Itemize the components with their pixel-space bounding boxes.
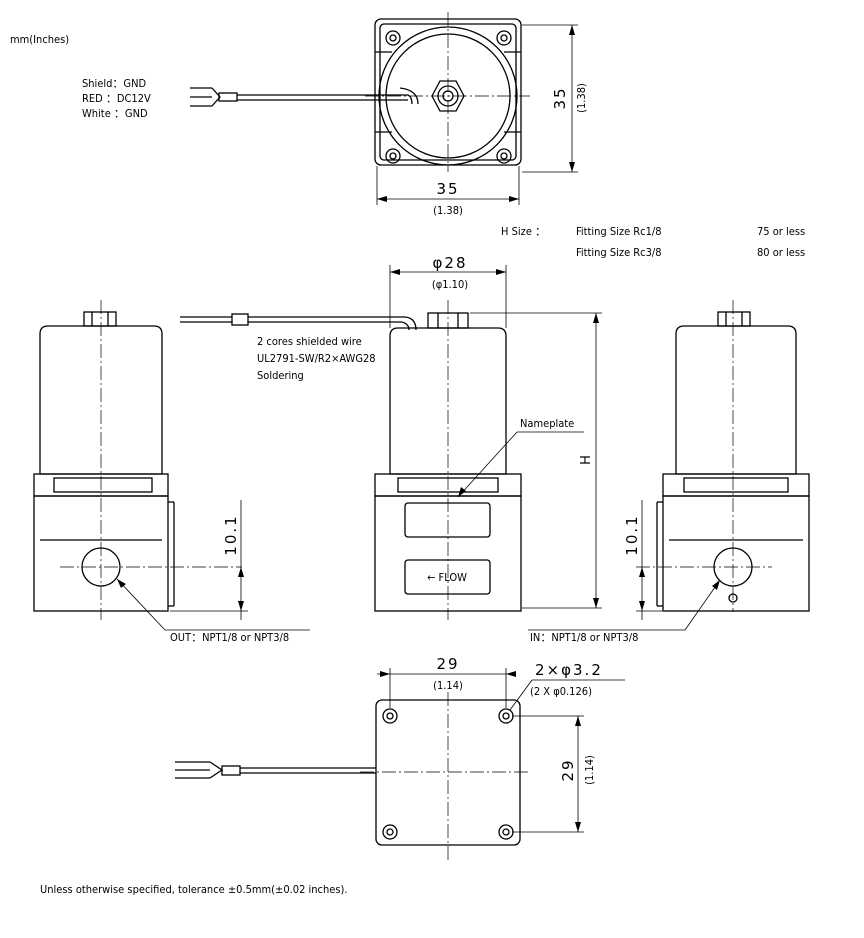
left-coil	[39, 325, 163, 475]
bottom-mount-holes	[382, 708, 514, 840]
bottom-wire-fork	[175, 761, 224, 779]
top-dim-vertical: 35	[551, 86, 569, 109]
bottom-dim-horizontal-in: (1.14)	[433, 679, 463, 692]
top-dim-horizontal: 35	[436, 180, 459, 198]
right-view: 10.1 IN：NPT1/8 or NPT3/8	[528, 300, 810, 644]
top-corner-holes	[385, 30, 512, 164]
nameplate-plate	[404, 502, 491, 538]
h-size-table: H Size ： Fitting Size Rc1/8 75 or less F…	[501, 225, 805, 259]
top-dim-vertical-in: (1.38)	[575, 83, 588, 113]
front-dia-in: (φ1.10)	[432, 278, 468, 291]
front-wire-sleeve	[231, 313, 249, 326]
wire-note-3: Soldering	[257, 369, 304, 382]
units-label: mm(Inches)	[10, 33, 69, 46]
h-size-fitting-1: Fitting Size Rc1/8	[576, 225, 662, 238]
front-height-h: H	[579, 455, 594, 465]
wire-legend: Shield：GND RED ：DC12V White ：GND	[82, 77, 151, 120]
left-view: 10.1 OUT：NPT1/8 or NPT3/8	[33, 300, 310, 644]
flow-plate	[404, 559, 491, 595]
wire-fork	[190, 87, 221, 107]
bottom-dim-horizontal: 29	[436, 655, 459, 673]
right-base	[662, 495, 810, 612]
holes-spec-in: (2 X φ0.126)	[530, 685, 592, 698]
left-top-nut	[83, 311, 117, 327]
out-port-label: OUT：NPT1/8 or NPT3/8	[170, 631, 289, 644]
legend-shield: Shield：GND	[82, 77, 147, 90]
h-size-value-1: 75 or less	[757, 225, 805, 238]
front-dia: φ28	[433, 254, 468, 272]
front-coil	[389, 327, 507, 475]
tolerance-footnote: Unless otherwise specified, tolerance ±0…	[40, 883, 348, 896]
right-coil	[675, 325, 797, 475]
wire-note-2: UL2791-SW/R2×AWG28	[257, 352, 376, 365]
bottom-view: 29 (1.14) 2×φ3.2 (2 X φ0.126) 29 (1.14)	[175, 655, 625, 862]
top-dim-horizontal-in: (1.38)	[433, 204, 463, 217]
flow-label: ← FLOW	[427, 571, 467, 584]
h-size-value-2: 80 or less	[757, 246, 805, 259]
legend-white: White ：GND	[82, 107, 148, 120]
bottom-dim-vertical: 29	[559, 758, 577, 781]
right-top-nut	[717, 311, 751, 327]
legend-red: RED ：DC12V	[82, 92, 151, 105]
in-port-label: IN：NPT1/8 or NPT3/8	[530, 631, 638, 644]
wire-note-1: 2 cores shielded wire	[257, 335, 362, 348]
wire-sleeve	[218, 92, 238, 102]
top-view: 35 (1.38) 35 (1.38)	[190, 12, 588, 217]
right-dim-10-1: 10.1	[623, 514, 641, 555]
bottom-dim-vertical-in: (1.14)	[583, 755, 596, 785]
h-size-label: H Size ：	[501, 225, 546, 238]
bottom-wire-sleeve	[221, 765, 241, 776]
right-flange	[662, 473, 810, 497]
holes-spec: 2×φ3.2	[535, 661, 603, 679]
nameplate-label: Nameplate	[520, 417, 574, 430]
h-size-fitting-2: Fitting Size Rc3/8	[576, 246, 662, 259]
front-view: 2 cores shielded wire UL2791-SW/R2×AWG28…	[180, 254, 602, 620]
left-dim-10-1: 10.1	[222, 514, 240, 555]
